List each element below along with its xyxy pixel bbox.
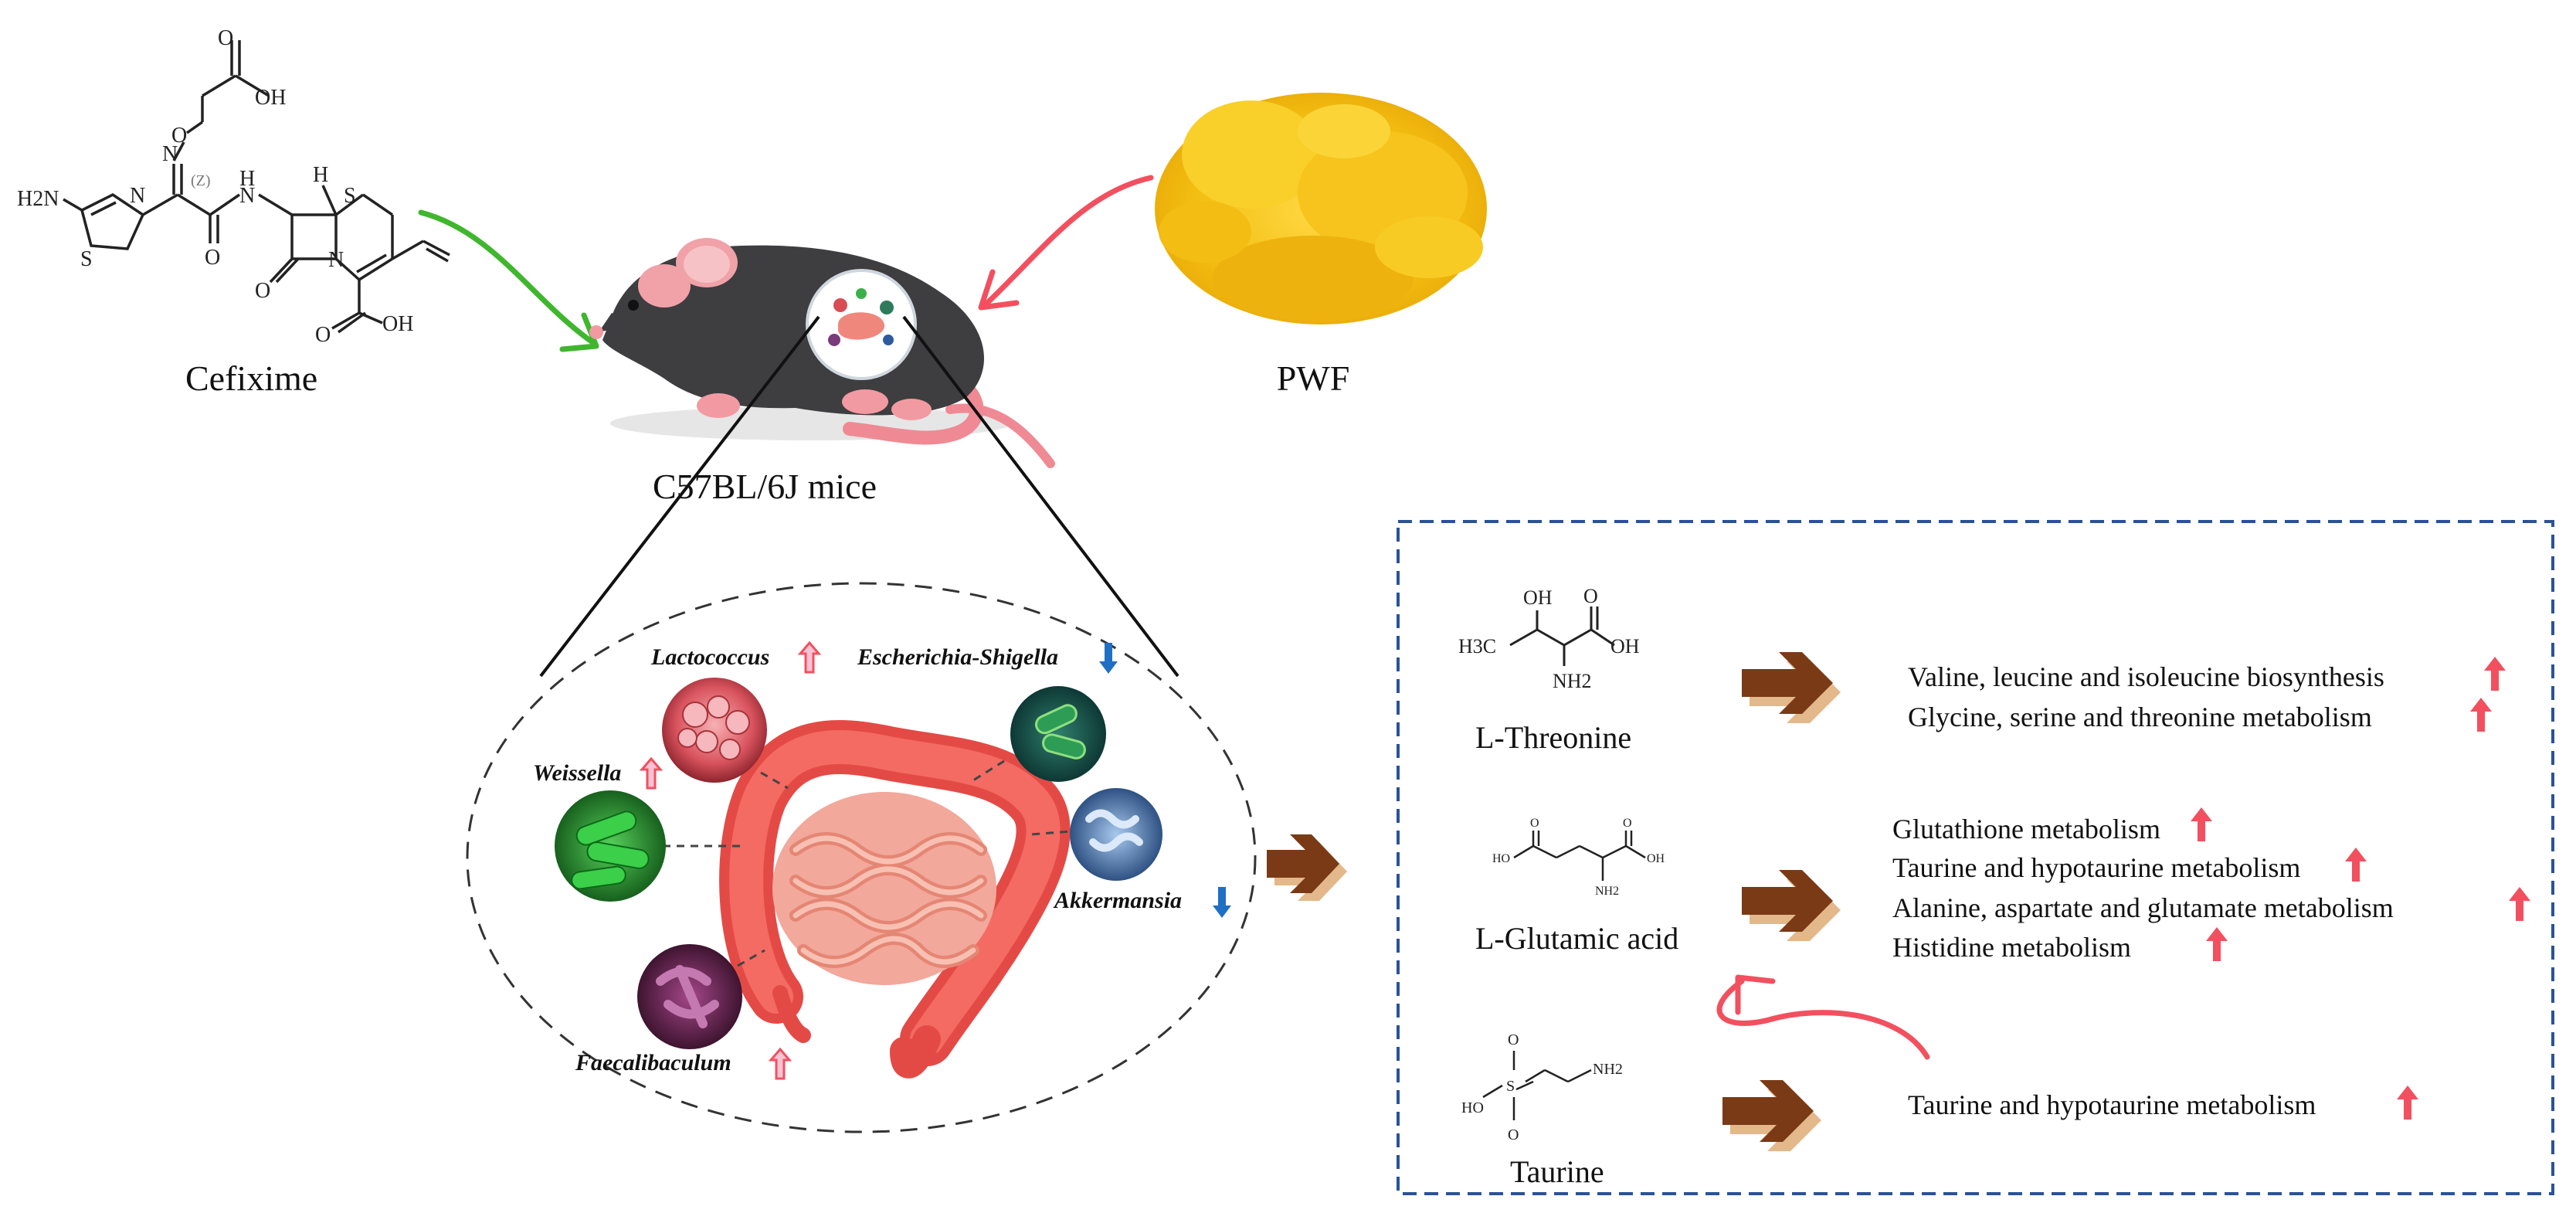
up-arrow-icon	[2484, 657, 2506, 691]
pwf-powder-image	[1155, 93, 1487, 324]
up-arrow-icon	[768, 1047, 792, 1080]
drug-name: Cefixime	[185, 358, 317, 398]
up-arrow-icon	[2470, 698, 2492, 732]
threonine-structure	[1509, 607, 1615, 666]
faecalibaculum-cells	[656, 965, 719, 1028]
glutamic-o-label: O	[1623, 817, 1632, 830]
antibiotic-arrow	[418, 209, 598, 347]
cefixime-o-label: O	[218, 26, 233, 50]
up-arrow-icon	[2509, 887, 2530, 921]
glutamic-nh2-label: NH2	[1595, 885, 1619, 898]
glutamic-oh-label: OH	[1647, 852, 1665, 865]
cefixime-oh-label: OH	[255, 86, 286, 110]
cefixime-h2n-label: H2N	[17, 187, 59, 211]
threonine-h3c-label: H3C	[1458, 635, 1496, 657]
cefixime-s-label: S	[80, 247, 93, 271]
cefixime-h-label: H	[239, 167, 255, 191]
down-arrow-icon	[1099, 643, 1118, 674]
cefixime-n-label: N	[162, 142, 178, 166]
threonine-nh2-label: NH2	[1553, 670, 1592, 692]
cefixime-o-label: O	[205, 246, 220, 270]
metabolite-name-taurine: Taurine	[1510, 1154, 1604, 1189]
pathway-glycine-serine: Glycine, serine and threonine metabolism	[1908, 702, 2372, 732]
akkermansia-cells	[1085, 809, 1143, 852]
pathway-valine-leucine: Valine, leucine and isoleucine biosynthe…	[1908, 661, 2384, 692]
arrow-head-icon	[1735, 974, 1776, 1015]
lactococcus-cells	[677, 695, 750, 760]
bacteria-label-lactococcus: Lactococcus	[650, 644, 769, 670]
cefixime-s-label: S	[344, 184, 356, 208]
brown-arrow-icon	[1722, 1080, 1821, 1151]
down-arrow-icon	[1213, 887, 1231, 918]
taurine-structure	[1482, 1051, 1592, 1120]
cefixime-o-label: O	[315, 323, 331, 347]
mouse-label: C57BL/6J mice	[653, 467, 877, 506]
up-arrow-icon	[2191, 807, 2212, 841]
metabolite-panel	[1397, 520, 2554, 1195]
pathway-taurine-hypotaurine: Taurine and hypotaurine metabolism	[1892, 852, 2300, 883]
brown-arrow-icon	[1742, 652, 1841, 723]
taurine-s-label: S	[1506, 1078, 1515, 1095]
up-arrow-icon	[797, 640, 822, 674]
arrow-head-icon	[559, 312, 599, 352]
bacteria-label-weissella: Weissella	[533, 760, 621, 786]
microbiota-panel	[466, 582, 1257, 1133]
cefixime-o-label: O	[255, 279, 270, 303]
threonine-oh-label: OH	[1610, 635, 1640, 657]
taurine-o-label: O	[1508, 1031, 1519, 1048]
pathway-alanine-aspartate: Alanine, aspartate and glutamate metabol…	[1892, 892, 2394, 923]
pathway-glutathione: Glutathione metabolism	[1892, 814, 2160, 844]
threonine-oh-label: OH	[1523, 586, 1553, 609]
cefixime-z-label: (Z)	[191, 172, 211, 189]
cefixime-h-label: H	[313, 163, 328, 187]
up-arrow-icon	[2397, 1086, 2418, 1120]
up-arrow-icon	[2345, 848, 2367, 882]
brown-arrow-icon	[1742, 870, 1841, 941]
up-arrow-icon	[2206, 927, 2228, 961]
escherichia-cells	[1034, 704, 1086, 759]
supplement-arrow	[982, 175, 1154, 308]
cefixime-oh-label: OH	[382, 312, 413, 336]
taurine-ho-label: HO	[1461, 1099, 1484, 1116]
metabolite-name-threonine: L-Threonine	[1475, 720, 1631, 755]
glutamic-ho-label: HO	[1492, 852, 1510, 865]
cefixime-o-label: O	[171, 124, 187, 148]
glutamic-acid-structure	[1513, 831, 1646, 881]
weissella-cells	[571, 810, 650, 890]
pink-curved-arrow	[1716, 978, 1930, 1060]
zoom-line	[539, 315, 820, 678]
zoom-line	[902, 315, 1179, 678]
supplement-name: PWF	[1277, 358, 1350, 398]
arrow-head-icon	[978, 269, 1020, 311]
cefixime-nh-label: N	[239, 184, 255, 208]
mouse-illustration	[589, 238, 1055, 468]
taurine-nh2-label: NH2	[1593, 1061, 1623, 1078]
metabolite-name-glutamic-acid: L-Glutamic acid	[1475, 921, 1678, 956]
taurine-o-label: O	[1508, 1126, 1519, 1143]
glutamic-o-label: O	[1530, 817, 1539, 830]
bacteria-label-escherichia-shigella: Escherichia-Shigella	[857, 644, 1058, 670]
intestine-illustration	[719, 720, 1071, 1079]
akkermansia-image	[1070, 788, 1162, 881]
bacteria-label-faecalibaculum: Faecalibaculum	[575, 1050, 731, 1075]
pathway-taurine-hypotaurine: Taurine and hypotaurine metabolism	[1908, 1089, 2316, 1120]
cefixime-n-label: N	[130, 184, 145, 208]
up-arrow-icon	[639, 756, 664, 790]
cefixime-structure	[63, 40, 450, 334]
brown-arrow-icon	[1267, 834, 1347, 901]
pathway-histidine: Histidine metabolism	[1892, 932, 2131, 963]
threonine-o-label: O	[1583, 585, 1598, 607]
escherichia-shigella-image	[1010, 686, 1106, 782]
lactococcus-image	[662, 678, 767, 783]
bacteria-label-akkermansia: Akkermansia	[1053, 888, 1182, 913]
cefixime-n-label: N	[328, 248, 344, 272]
